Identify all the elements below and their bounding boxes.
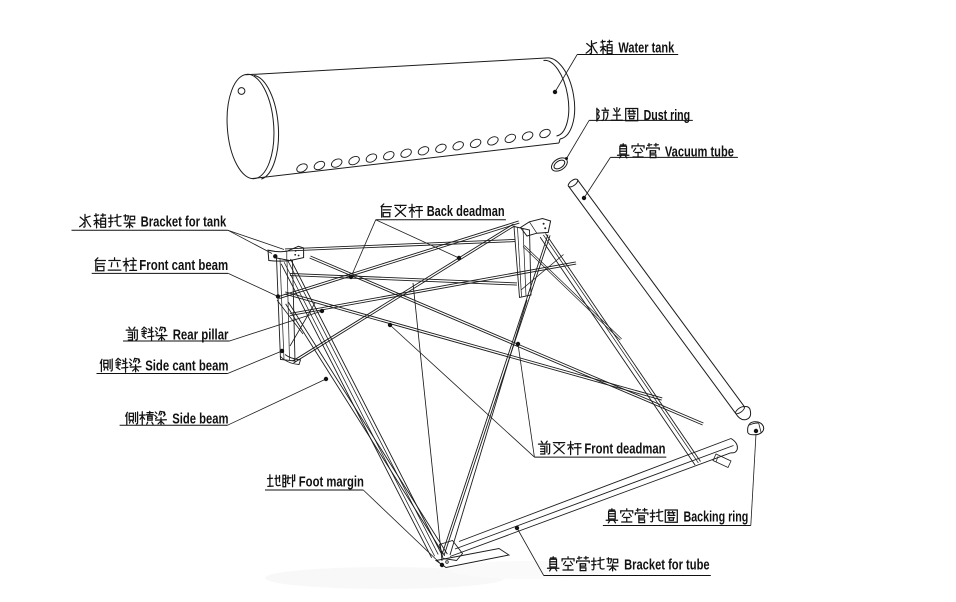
svg-text:Side cant beam: Side cant beam — [145, 359, 228, 375]
svg-text:Front deadman: Front deadman — [584, 441, 665, 457]
svg-text:Vacuum tube: Vacuum tube — [665, 144, 734, 160]
svg-text:Front cant beam: Front cant beam — [139, 258, 228, 274]
svg-text:Back deadman: Back deadman — [427, 204, 505, 220]
svg-text:Side beam: Side beam — [172, 412, 228, 428]
svg-text:Rear pillar: Rear pillar — [173, 327, 229, 343]
svg-text:Foot margin: Foot margin — [299, 474, 364, 490]
svg-text:Dust ring: Dust ring — [644, 108, 691, 124]
svg-text:Backing ring: Backing ring — [684, 509, 749, 525]
svg-text:Bracket for tube: Bracket for tube — [624, 557, 710, 573]
svg-text:Water tank: Water tank — [618, 41, 675, 57]
svg-text:Bracket for tank: Bracket for tank — [141, 214, 227, 230]
